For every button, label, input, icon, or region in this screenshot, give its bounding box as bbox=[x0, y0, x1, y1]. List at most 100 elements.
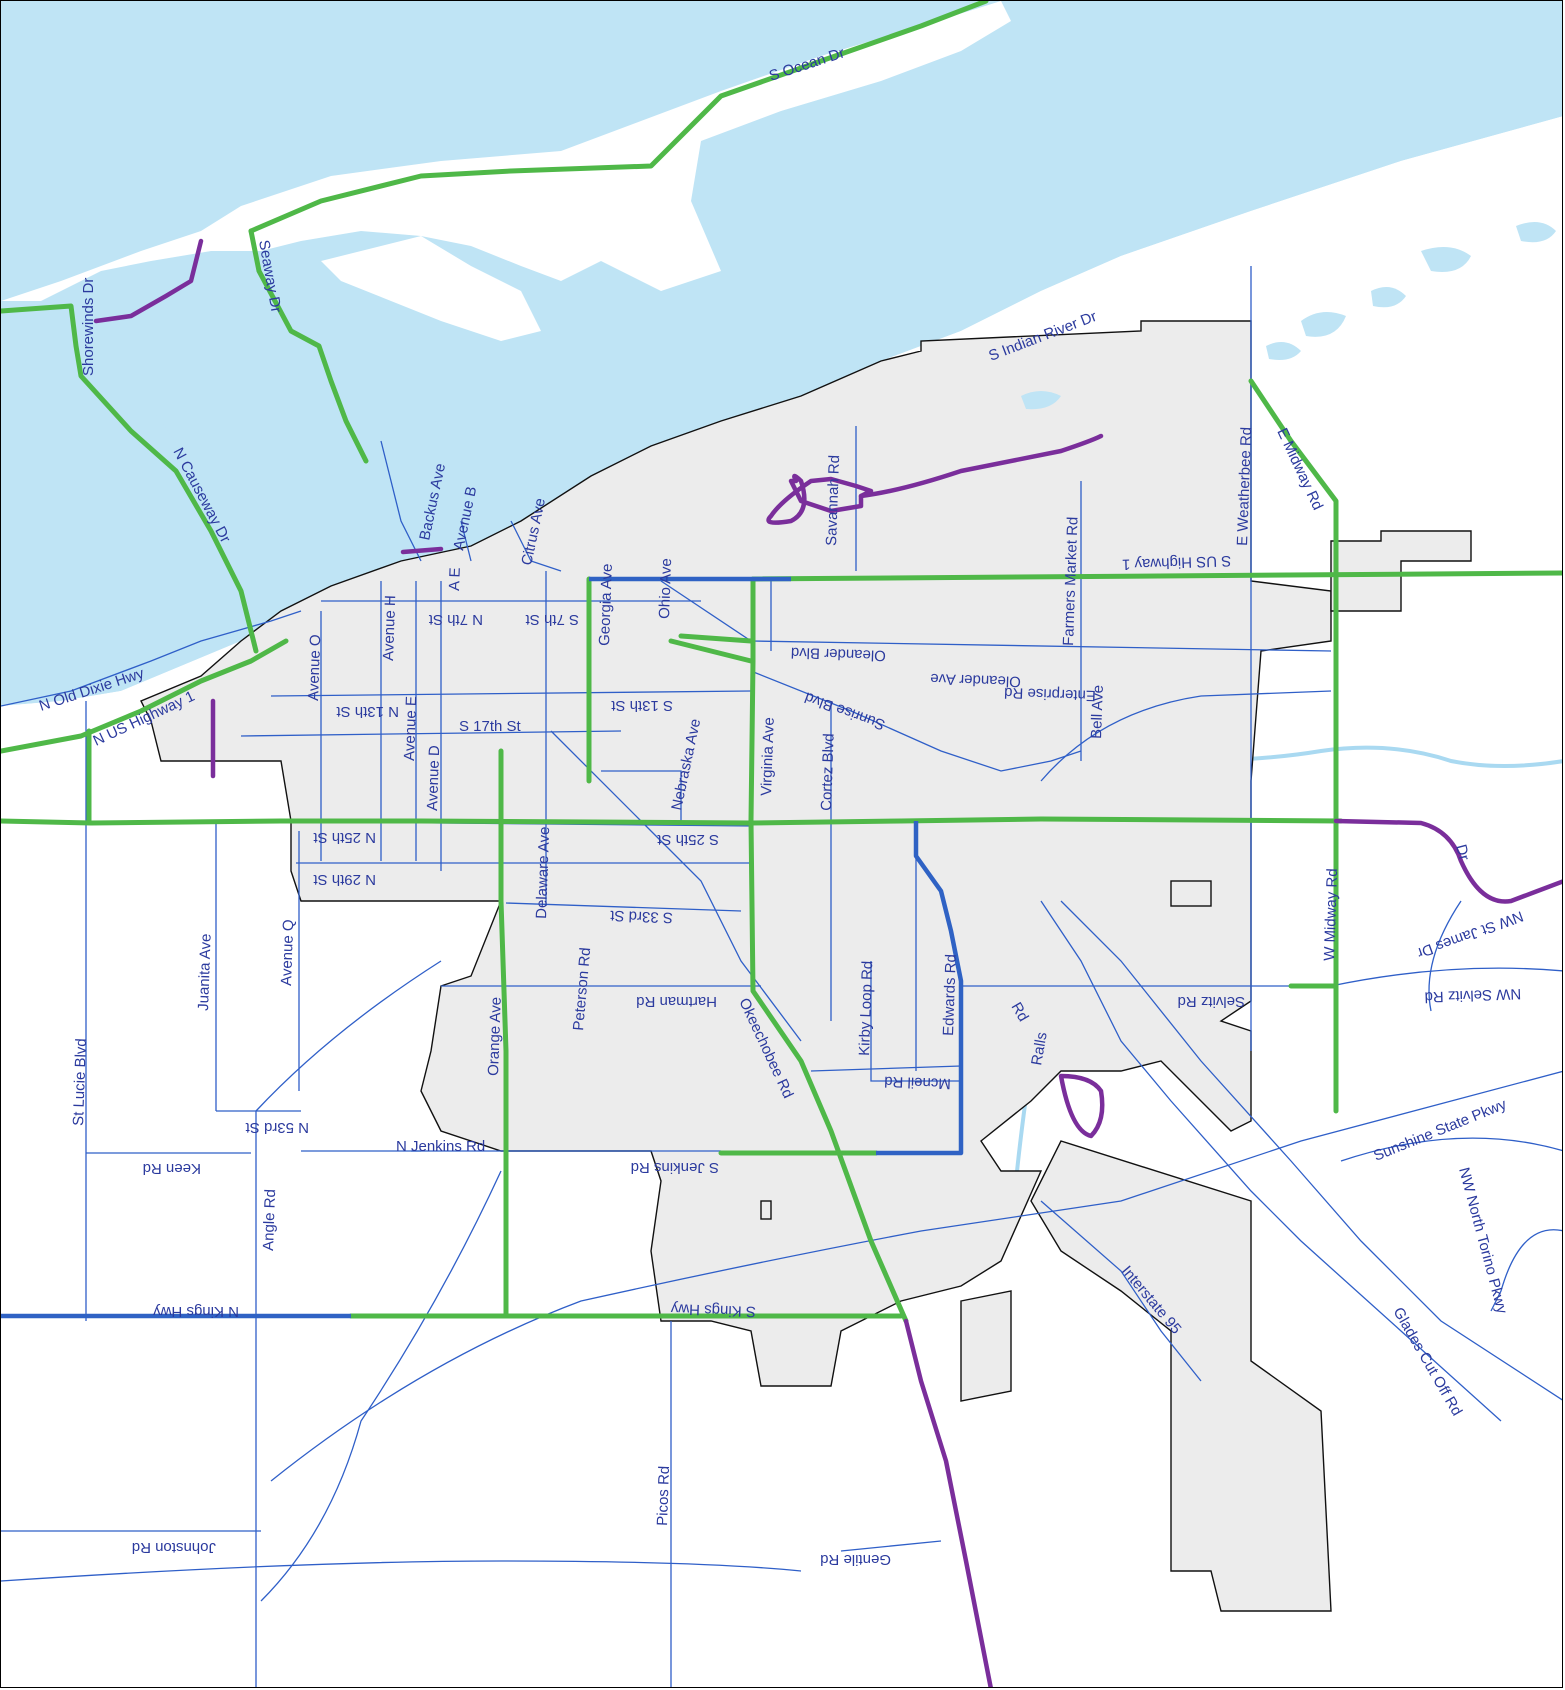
label-georgia-ave: Georgia Ave bbox=[596, 563, 616, 646]
city-area-highway-ne bbox=[1330, 530, 1472, 612]
road-bell-ave bbox=[1040, 690, 1332, 782]
label-s-jenkins-rd: S Jenkins Rd bbox=[631, 1159, 719, 1176]
road-nebraska-ave bbox=[601, 770, 682, 821]
route-n-us-highway-1 bbox=[1, 638, 289, 754]
route-n-25th-st bbox=[1, 816, 1344, 826]
label-farmers-market-rd: Farmers Market Rd bbox=[1060, 516, 1081, 646]
label-ralls: Ralls bbox=[1028, 1031, 1051, 1067]
city-area-core bbox=[140, 320, 1332, 1387]
label-avenue-q: Avenue Q bbox=[278, 919, 297, 986]
route-virginia-spur bbox=[668, 638, 754, 664]
road-oleander-blvd bbox=[750, 640, 1332, 652]
route-ralls-loop bbox=[1058, 1073, 1105, 1139]
city-area-annex bbox=[960, 1290, 1012, 1402]
label-nw-selvitz-rd: NW Selvitz Rd bbox=[1424, 985, 1521, 1005]
lagoon-west-marsh bbox=[1, 321, 251, 701]
label-avenue-d: Avenue D bbox=[424, 745, 443, 811]
label-s-17th-st: S 17th St bbox=[459, 718, 522, 735]
label-avenue-h: Avenue H bbox=[380, 595, 399, 661]
label-juanita-ave: Juanita Ave bbox=[195, 933, 215, 1011]
road-sunshine-state-pkwy bbox=[270, 1070, 1562, 1482]
road-ohio-ave bbox=[660, 580, 752, 642]
label-n-7th-st: N 7th St bbox=[428, 611, 483, 628]
label-n-kings-hwy: N Kings Hwy bbox=[153, 1303, 239, 1320]
pond-east-2 bbox=[1421, 247, 1471, 272]
road-gentile-rd bbox=[840, 1540, 942, 1552]
label-e-weatherbee-rd: E Weatherbee Rd bbox=[1234, 427, 1255, 546]
label-virginia-ave: Virginia Ave bbox=[758, 717, 778, 796]
road-backus-ave bbox=[380, 440, 422, 562]
road-georgia-diag bbox=[550, 730, 802, 1042]
label-picos-rd: Picos Rd bbox=[654, 1466, 673, 1527]
label-avenue-e: Avenue E bbox=[401, 696, 420, 761]
label-orange-ave: Orange Ave bbox=[485, 997, 505, 1076]
label-angle-rd: Angle Rd bbox=[260, 1189, 279, 1251]
route-backus-segment bbox=[400, 546, 444, 555]
label-n-53rd-st: N 53rd St bbox=[245, 1119, 309, 1136]
road-nw-north-torino-pkwy bbox=[1340, 1137, 1562, 1312]
road-interstate-95 bbox=[1040, 1200, 1202, 1382]
route-nw-st-james-dr bbox=[1333, 818, 1562, 904]
label-s-us-highway-1: S US Highway 1 bbox=[1122, 552, 1232, 573]
route-south-okeechobee bbox=[903, 1318, 993, 1687]
route-seaway-dr bbox=[248, 228, 369, 464]
label-ohio-ave: Ohio Ave bbox=[656, 558, 675, 619]
label-n-jenkins-rd: N Jenkins Rd bbox=[396, 1138, 485, 1155]
route-edwards-rd bbox=[876, 821, 964, 1156]
green-routes-layer bbox=[1, 1, 1562, 1324]
route-loop-north bbox=[766, 473, 874, 525]
road-sunrise-blvd bbox=[750, 670, 1082, 772]
label-w-midway-rd: W Midway Rd bbox=[1321, 868, 1341, 961]
label-delaware-ave: Delaware Ave bbox=[533, 826, 553, 919]
route-virginia-spur-2 bbox=[678, 633, 754, 644]
road-s-33rd-st bbox=[505, 902, 742, 912]
purple-routes-layer bbox=[93, 238, 1562, 1687]
label-n-29th-st: N 29th St bbox=[313, 871, 376, 888]
road-lower-diag bbox=[1, 1560, 802, 1582]
pond-east-4 bbox=[1371, 287, 1406, 308]
label-n-13th-st: N 13th St bbox=[336, 703, 399, 720]
pond-east-5 bbox=[1266, 342, 1301, 360]
barrier-island bbox=[1, 1, 1011, 301]
road-s-17th-st bbox=[240, 730, 622, 737]
label-gentile-rd: Gentile Rd bbox=[820, 1551, 891, 1568]
road-nw-st-james-dr-minor bbox=[1428, 900, 1462, 1012]
label-n-25th-st: N 25th St bbox=[313, 829, 376, 846]
label-selvitz-rd: Selvitz Rd bbox=[1177, 993, 1245, 1010]
road-nw-selvitz-rd bbox=[1330, 967, 1562, 987]
road-n-13th-st bbox=[270, 690, 752, 697]
city-pond-1 bbox=[1021, 391, 1061, 410]
label-keen-rd: Keen Rd bbox=[143, 1160, 201, 1177]
label-st-lucie-blvd: St Lucie Blvd bbox=[70, 1038, 90, 1126]
pond-east-1 bbox=[1516, 222, 1556, 243]
road-ralls-rd bbox=[1040, 900, 1502, 1422]
road-sw-diag bbox=[260, 1170, 502, 1602]
label-kirby-loop-rd: Kirby Loop Rd bbox=[856, 961, 876, 1057]
road-citrus-ave bbox=[510, 520, 562, 572]
label-oleander-ave: Oleander Ave bbox=[930, 670, 1021, 690]
road-kirby-loop-rd bbox=[870, 961, 961, 1082]
label-johnston-rd: Johnston Rd bbox=[132, 1539, 216, 1556]
label-cortez-blvd: Cortez Blvd bbox=[818, 733, 838, 811]
road-avenue-b bbox=[460, 520, 472, 562]
road-angle-diag bbox=[255, 960, 442, 1112]
route-north-dashed bbox=[858, 433, 1104, 499]
label-avenue-o: Avenue O bbox=[305, 634, 324, 701]
route-shorewinds-dr bbox=[93, 238, 204, 324]
label-savannah-rd: Savannah Rd bbox=[823, 455, 843, 546]
label-s-33rd-st: S 33rd St bbox=[609, 907, 673, 926]
label-nw-st-james-dr-upper: Dr bbox=[1452, 843, 1473, 863]
label-enterprise-rd: Enterprise Rd bbox=[1004, 684, 1096, 704]
label-bell-ave: Bell Ave bbox=[1088, 685, 1107, 739]
route-n-causeway-dr bbox=[1, 303, 259, 654]
route-orange-ave bbox=[498, 748, 509, 1319]
city-area-block-1 bbox=[1170, 880, 1212, 907]
pond-east-3 bbox=[1301, 312, 1346, 337]
route-s-us-highway-1 bbox=[750, 570, 1562, 582]
label-hartman-rd: Hartman Rd bbox=[636, 993, 717, 1010]
label-shorewinds-dr: Shorewinds Dr bbox=[80, 278, 97, 376]
label-s-kings-hwy: S Kings Hwy bbox=[670, 1300, 756, 1320]
label-avenue-a: A E bbox=[446, 567, 464, 591]
